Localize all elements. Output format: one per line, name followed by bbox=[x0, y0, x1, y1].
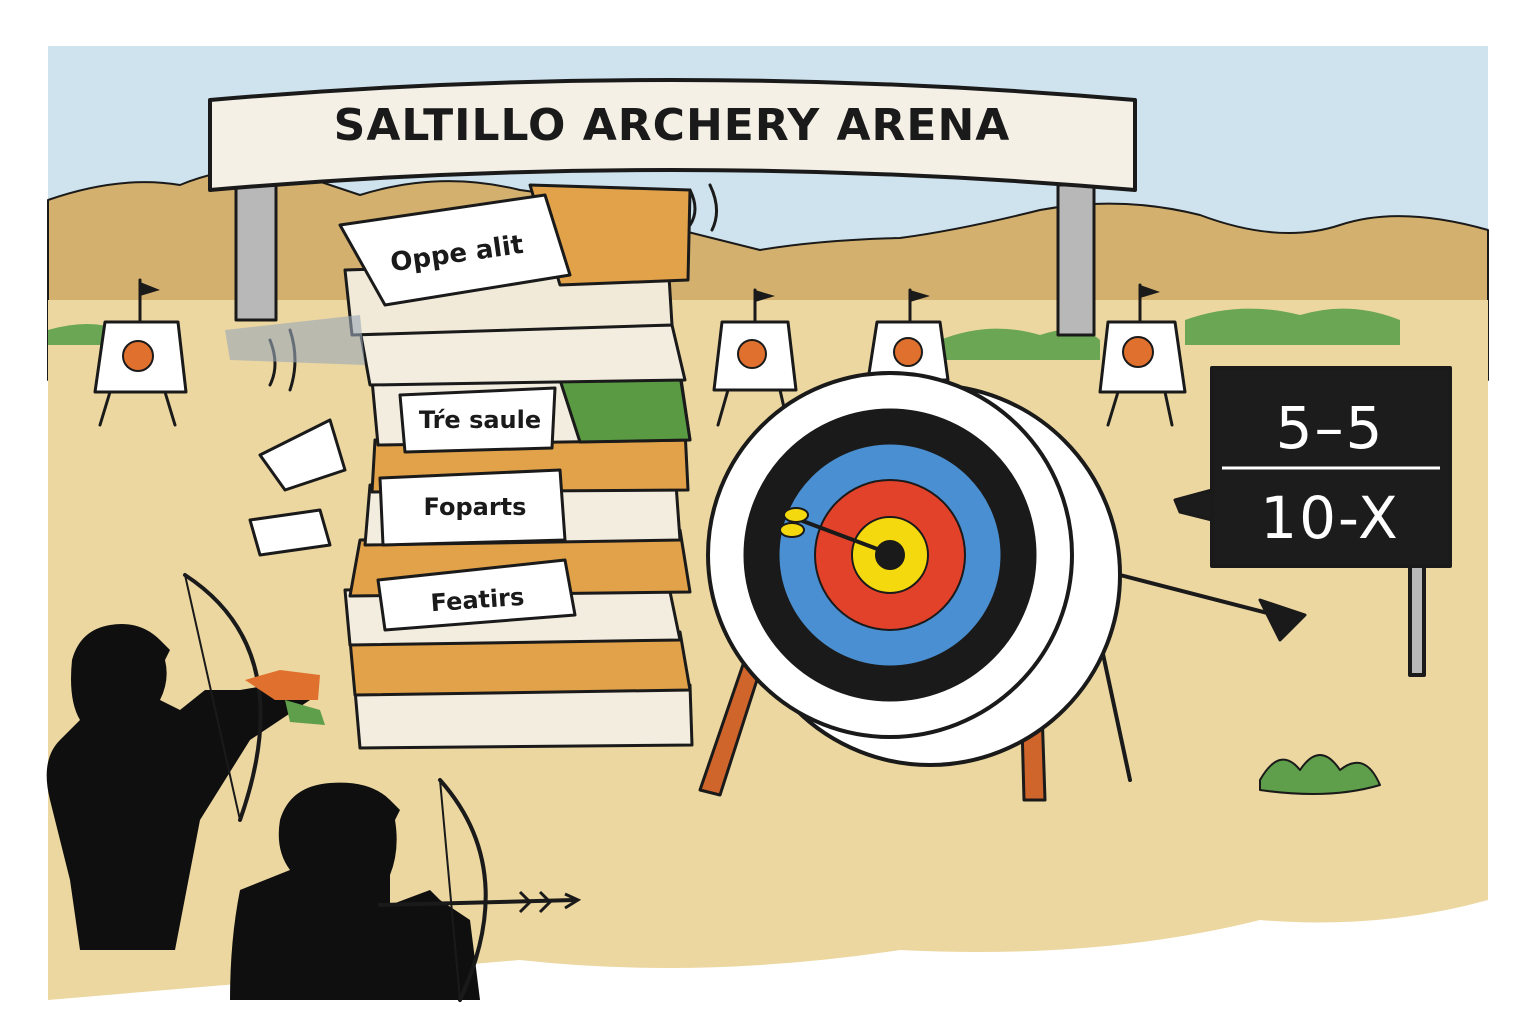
background-target-1 bbox=[93, 278, 188, 427]
flying-paper-1 bbox=[258, 418, 347, 492]
arch-post-right bbox=[1056, 183, 1096, 337]
flying-paper-2 bbox=[248, 508, 332, 557]
banner-title: SALTILLO ARCHERY ARENA bbox=[334, 100, 1011, 151]
scoreboard: 5–5 10-X bbox=[1173, 366, 1452, 677]
book-stack: Oppe alit Tŕe saule Foparts Featirs bbox=[338, 183, 694, 750]
arrow-fletching bbox=[783, 507, 809, 523]
stray-arrow bbox=[1118, 573, 1307, 642]
background-target-4 bbox=[1098, 283, 1187, 427]
shrub-right bbox=[1185, 308, 1400, 345]
arch-post-left bbox=[234, 183, 278, 322]
main-target bbox=[706, 371, 1122, 767]
plant-ground bbox=[1259, 754, 1381, 795]
archer-silhouette-front bbox=[230, 778, 582, 1002]
score-line-2: 10-X bbox=[1260, 484, 1400, 552]
background-target-3 bbox=[866, 288, 950, 382]
book-label-4: Featirs bbox=[430, 583, 525, 617]
motion-streak bbox=[225, 315, 365, 365]
archer-silhouette-back bbox=[46, 573, 325, 950]
background-target-2 bbox=[712, 288, 798, 427]
book-label-2: Tŕe saule bbox=[419, 406, 541, 434]
score-line-1: 5–5 bbox=[1276, 394, 1385, 462]
arena-banner: SALTILLO ARCHERY ARENA bbox=[208, 78, 1137, 192]
book-label-3: Foparts bbox=[424, 493, 527, 521]
